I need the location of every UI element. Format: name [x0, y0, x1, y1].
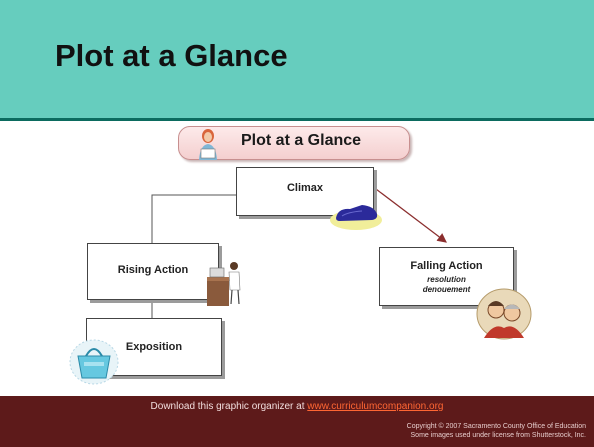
- banner-title: Plot at a Glance: [241, 132, 362, 149]
- header-divider: [0, 118, 594, 121]
- connector-rising-climax: [151, 194, 236, 243]
- node-falling-action-sub1: resolution: [427, 275, 466, 284]
- download-note: Download this graphic organizer at www.c…: [0, 401, 594, 412]
- copyright-line-2: Some images used under license from Shut…: [410, 432, 586, 439]
- curriculum-link[interactable]: www.curriculumcompanion.org: [307, 401, 444, 412]
- desk-worker-icon: [207, 262, 241, 306]
- download-text: Download this graphic organizer at: [150, 401, 308, 412]
- node-climax-label: Climax: [286, 182, 324, 194]
- slide-title: Plot at a Glance: [55, 38, 288, 73]
- slide-header: [0, 0, 594, 118]
- node-climax: Climax: [236, 167, 374, 216]
- node-exposition-label: Exposition: [125, 341, 183, 353]
- copyright-line-1: Copyright © 2007 Sacramento County Offic…: [406, 423, 586, 430]
- node-falling-action-sub2: denouement: [422, 285, 471, 294]
- slide-footer: Download this graphic organizer at www.c…: [0, 396, 594, 447]
- node-rising-action-label: Rising Action: [117, 264, 189, 276]
- diagram-banner: Plot at a Glance: [178, 126, 410, 160]
- node-rising-action: Rising Action: [87, 243, 219, 300]
- node-falling-action-label: Falling Action: [410, 260, 483, 272]
- reader-icon: [199, 129, 217, 160]
- bag-icon: [69, 339, 119, 385]
- couple-icon: [476, 288, 532, 340]
- arrow-climax-falling: [371, 185, 447, 243]
- copyright-notice: Copyright © 2007 Sacramento County Offic…: [407, 422, 586, 440]
- shoes-icon: [330, 205, 382, 230]
